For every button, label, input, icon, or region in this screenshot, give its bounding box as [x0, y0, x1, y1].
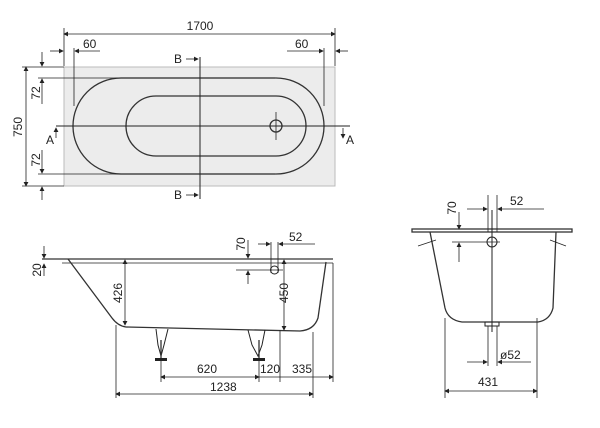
side-view: 70 52 20 426 450 620 120 335 1238 — [30, 230, 334, 398]
dim-end-overflow-height: 70 — [445, 201, 459, 215]
tub-end-profile — [429, 231, 557, 323]
dim-drain-offset: 120 — [260, 362, 280, 376]
dim-rim-thickness: 20 — [30, 263, 44, 277]
leg-right — [247, 329, 266, 361]
end-view: 70 52 ø52 431 — [411, 194, 573, 398]
top-view: 1700 60 60 750 72 72 B B A A — [11, 19, 354, 202]
dim-rim-top: 72 — [29, 86, 43, 100]
tub-side-profile — [67, 258, 327, 332]
dim-drain-diameter: ø52 — [500, 348, 521, 362]
leg-left — [155, 328, 169, 361]
section-a-right-label: A — [346, 133, 354, 147]
dim-bottom-width: 431 — [478, 375, 498, 389]
dim-inner-depth: 426 — [111, 283, 125, 303]
dim-total-height: 450 — [277, 283, 291, 303]
dim-drain-to-end: 335 — [292, 362, 312, 376]
dim-end-overflow-diameter: 52 — [510, 194, 524, 208]
section-a-left-label: A — [46, 133, 54, 147]
dim-rim-right: 60 — [295, 37, 309, 51]
dim-leg-spacing: 620 — [197, 362, 217, 376]
dim-width: 750 — [11, 117, 25, 137]
dim-length: 1700 — [187, 19, 214, 33]
dim-overflow-diameter: 52 — [289, 230, 303, 244]
dim-rim-bottom: 72 — [29, 153, 43, 167]
dim-rim-left: 60 — [83, 37, 97, 51]
section-b-bottom-label: B — [174, 188, 182, 202]
dim-bottom-length: 1238 — [210, 380, 237, 394]
dim-overflow-height: 70 — [234, 237, 248, 251]
section-b-top-label: B — [174, 52, 182, 66]
